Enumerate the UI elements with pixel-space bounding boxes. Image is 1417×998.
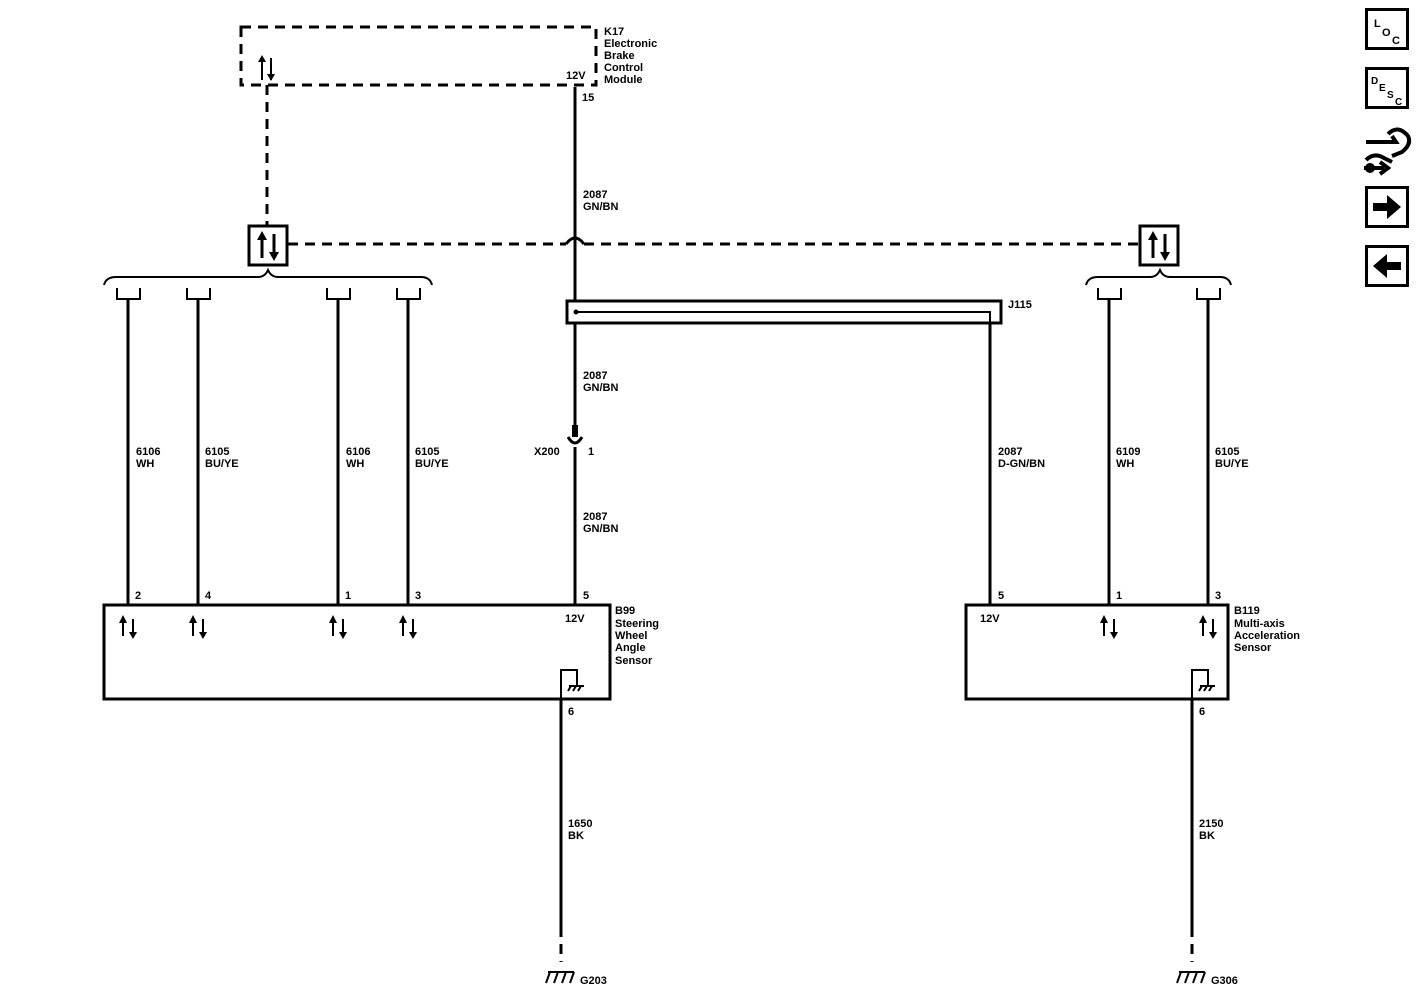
- wire-6105-a-circuit: 6105: [205, 446, 229, 458]
- wire-6106-b-circuit: 6106: [346, 446, 370, 458]
- next-page-button[interactable]: [1365, 186, 1409, 228]
- k17-voltage: 12V: [566, 70, 586, 82]
- next-arrow-icon: [1373, 195, 1401, 219]
- k17-name-line1: Electronic: [604, 38, 657, 50]
- b119-voltage: 12V: [980, 613, 1000, 625]
- b99-pin-1: 1: [345, 590, 351, 602]
- x200-label: X200: [534, 446, 560, 458]
- j115-splice-dot: [573, 309, 579, 315]
- desc-letter-e: E: [1379, 83, 1386, 94]
- b99-internal-ground-icon: [560, 669, 584, 699]
- wire-2087-d-circuit: 2087: [998, 446, 1022, 458]
- k17-serial-data-icon: [258, 55, 275, 81]
- wire-2087-c-circuit: 2087: [583, 511, 607, 523]
- b99-name-line3: Angle: [615, 642, 646, 654]
- b119-pin-3: 3: [1215, 590, 1221, 602]
- wire-6109-color: WH: [1116, 458, 1134, 470]
- loc-letter-o: O: [1382, 27, 1391, 39]
- b119-name-line3: Sensor: [1234, 642, 1272, 654]
- k17-module-box: [239, 25, 598, 87]
- b119-id: B119: [1234, 605, 1260, 617]
- wire-6109-circuit: 6109: [1116, 446, 1140, 458]
- k17-pin: 15: [582, 92, 594, 104]
- wire-1650-color: BK: [568, 830, 584, 842]
- b119-pin-1: 1: [1116, 590, 1122, 602]
- wire-6105-c-circuit: 6105: [1215, 446, 1239, 458]
- wire-6106-b-color: WH: [346, 458, 364, 470]
- wire-2087-b-circuit: 2087: [583, 370, 607, 382]
- wire-6105-c-color: BU/YE: [1215, 458, 1249, 470]
- b99-ground-pin: 6: [568, 706, 574, 718]
- k17-name-line4: Module: [604, 74, 643, 86]
- x200-pin: 1: [588, 446, 594, 458]
- b99-voltage: 12V: [565, 613, 585, 625]
- wire-1650-circuit: 1650: [568, 818, 592, 830]
- connector-view-button[interactable]: [1362, 122, 1414, 178]
- desc-letter-c: C: [1395, 97, 1402, 106]
- k17-name-line3: Control: [604, 62, 643, 74]
- signal-wires: [126, 299, 1210, 604]
- b99-name-line1: Steering: [615, 618, 659, 630]
- wire-6105-a-color: BU/YE: [205, 458, 239, 470]
- connector-view-icon: [1364, 127, 1412, 176]
- serial-data-box-right: [1138, 224, 1180, 267]
- wire-crossover-hop: [564, 236, 586, 245]
- previous-page-button[interactable]: [1365, 245, 1409, 287]
- g203-ground-icon: [545, 971, 575, 984]
- wire-6106-a-color: WH: [136, 458, 154, 470]
- k17-id: K17: [604, 26, 624, 38]
- wire-2150-circuit: 2150: [1199, 818, 1223, 830]
- b99-pin-5: 5: [583, 590, 589, 602]
- g203-label: G203: [580, 975, 607, 987]
- b99-name-line2: Wheel: [615, 630, 647, 642]
- wire-2087-c-color: GN/BN: [583, 523, 619, 535]
- wire-2150-color: BK: [1199, 830, 1215, 842]
- brace-right: [1085, 267, 1232, 286]
- loc-button[interactable]: L O C: [1365, 8, 1409, 50]
- b99-pin-4: 4: [205, 590, 212, 602]
- x200-pin-male: [572, 425, 578, 437]
- j115-label: J115: [1008, 299, 1032, 311]
- b99-pin-2: 2: [135, 590, 141, 602]
- wire-6106-a-circuit: 6106: [136, 446, 160, 458]
- serial-data-box-left: [247, 224, 289, 267]
- brace-left: [103, 267, 433, 286]
- b119-ground-pin: 6: [1199, 706, 1205, 718]
- b99-serial-data-icons: [119, 615, 417, 639]
- wire-2087-b-color: GN/BN: [583, 382, 619, 394]
- wire-2087-d-color: D-GN/BN: [998, 458, 1045, 470]
- j115-internal-bus: [575, 311, 991, 323]
- b119-internal-ground-icon: [1191, 669, 1215, 699]
- b99-pin-3: 3: [415, 590, 421, 602]
- k17-name-line2: Brake: [604, 50, 635, 62]
- previous-arrow-icon: [1373, 254, 1401, 278]
- desc-letter-d: D: [1371, 76, 1378, 87]
- loc-letter-l: L: [1374, 18, 1381, 30]
- x200-connector-icon: [566, 436, 584, 445]
- b119-pin-5: 5: [998, 590, 1004, 602]
- connector-stubs: [116, 288, 1221, 300]
- b119-name-line2: Acceleration: [1234, 630, 1300, 642]
- wire-2087-a-color: GN/BN: [583, 201, 619, 213]
- b119-module-box: [964, 603, 1230, 701]
- b99-name-line4: Sensor: [615, 655, 653, 667]
- g306-label: G306: [1211, 975, 1238, 987]
- wire-6105-b-color: BU/YE: [415, 458, 449, 470]
- loc-letter-c: C: [1392, 35, 1400, 47]
- desc-button[interactable]: D E S C: [1365, 67, 1409, 109]
- b99-id: B99: [615, 605, 635, 617]
- b119-serial-data-icons: [1100, 615, 1217, 639]
- g306-ground-icon: [1176, 971, 1206, 984]
- wire-2087-a-circuit: 2087: [583, 189, 607, 201]
- desc-letter-s: S: [1387, 90, 1394, 101]
- b99-module-box: [102, 603, 612, 701]
- b119-name-line1: Multi-axis: [1234, 618, 1285, 630]
- wire-6105-b-circuit: 6105: [415, 446, 439, 458]
